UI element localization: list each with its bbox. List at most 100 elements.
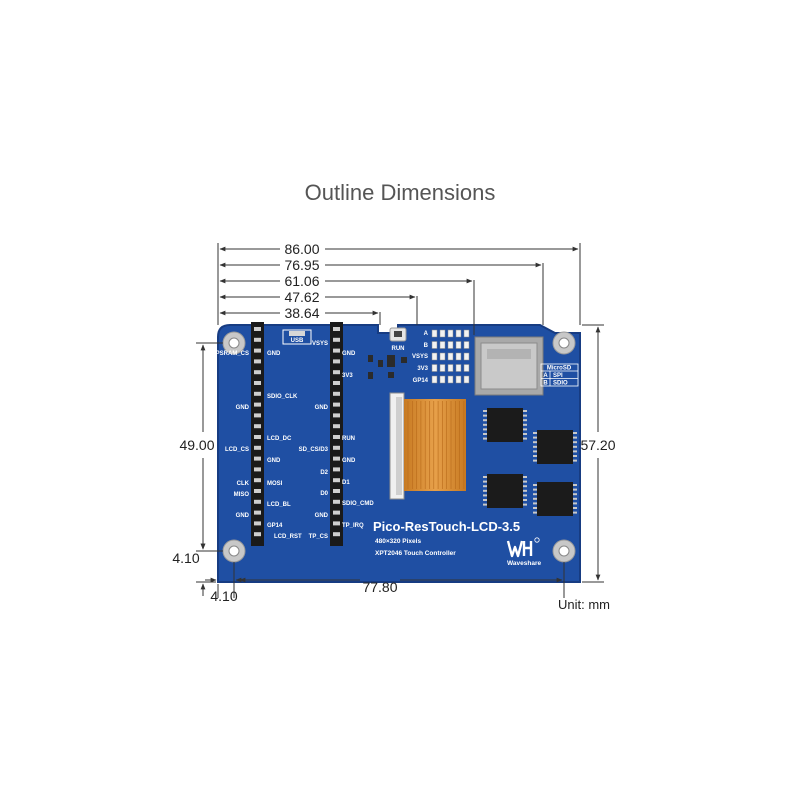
header-pin (254, 402, 261, 407)
unit-label: Unit: mm (558, 597, 610, 612)
microsd-mode-table: MicroSD A SPI B SDIO (540, 363, 579, 387)
ic-lead (483, 410, 487, 412)
page-title: Outline Dimensions (304, 180, 496, 205)
header-pin (333, 499, 340, 504)
jumper-pad (463, 352, 470, 361)
ic-chip (537, 430, 573, 464)
jumper-pad (447, 375, 454, 384)
right-header-labels: VSYS GND SD_CS/D3 D2 D0 GND TP_CS GND 3V… (299, 341, 375, 540)
jumper-pad (463, 364, 470, 372)
ic-lead (573, 432, 577, 434)
run-label: RUN (392, 346, 405, 352)
left-pin-header (251, 322, 264, 546)
jumper-pad (463, 329, 470, 338)
ic-lead (483, 419, 487, 422)
ic-lead (523, 423, 527, 426)
jumper-pad (439, 341, 446, 349)
usb-label: USB (291, 338, 304, 344)
ic-lead (483, 503, 487, 506)
header-pin (333, 456, 340, 461)
header-pin (333, 348, 340, 353)
ic-lead (573, 497, 577, 500)
header-pin (254, 359, 261, 364)
flex-cable (404, 399, 466, 491)
pin-label: SDIO_CMD (342, 501, 374, 507)
ic-lead (533, 445, 537, 448)
pin-label: LCD_BL (267, 502, 291, 508)
header-pin (254, 413, 261, 418)
pin-label: MOSI (267, 481, 283, 487)
jumper-pad (447, 329, 454, 338)
pin-label: TP_IRQ (342, 523, 364, 529)
pin-label: GND (315, 513, 329, 519)
header-pin (333, 337, 340, 342)
pin-label: GND (342, 351, 356, 357)
pin-label: SDIO_CLK (267, 394, 298, 400)
ic-lead (573, 459, 577, 462)
ic-lead (483, 414, 487, 417)
header-pin (333, 413, 340, 418)
jumper-pad (463, 375, 470, 384)
ic-lead (483, 428, 487, 431)
mounting-hole-top-right (552, 331, 576, 355)
header-pin (254, 327, 261, 331)
header-pin (254, 381, 261, 385)
ic-lead (523, 419, 527, 422)
ic-lead (573, 488, 577, 491)
pin-label: D2 (320, 470, 328, 476)
ic-lead (573, 507, 577, 509)
jumper-pad (455, 329, 462, 338)
jumper-pad (439, 352, 446, 361)
ic-lead (533, 497, 537, 500)
ic-lead (483, 423, 487, 426)
header-pin (333, 532, 340, 537)
jumper-pad (455, 341, 462, 349)
ic-lead (533, 436, 537, 439)
jumper-pad (447, 341, 454, 349)
ic-lead (573, 436, 577, 439)
header-pin (254, 391, 261, 396)
ic-lead (523, 489, 527, 492)
header-pin (254, 370, 261, 375)
dim-width-total: 86.00 (284, 241, 319, 257)
ic-lead (573, 502, 577, 505)
ic-lead (483, 437, 487, 440)
ic-lead (523, 499, 527, 501)
header-pin (254, 337, 261, 342)
pin-label: SD_CS/D3 (299, 447, 329, 453)
usb-outline: USB (282, 329, 312, 345)
dim-hole-vertical: 49.00 (179, 437, 214, 453)
pin-label: GND (315, 405, 329, 411)
header-pin (333, 521, 340, 526)
header-pin (333, 435, 340, 439)
ic-lead (523, 494, 527, 497)
ic-lead (483, 494, 487, 497)
ic-lead (483, 485, 487, 488)
header-pin (254, 478, 261, 483)
dim-height-total: 57.20 (580, 437, 615, 453)
waveshare-logo: Waveshare (506, 537, 541, 567)
header-pin (333, 359, 340, 364)
jumper-pad (431, 329, 438, 338)
pin-label: GND (267, 351, 281, 357)
pin-label: VSYS (312, 341, 328, 347)
header-pin (333, 467, 340, 472)
left-header-labels: PSRAM_CS GND LCD_CS CLK MISO GND GND SDI… (216, 351, 302, 540)
ic-chip (487, 408, 523, 442)
header-pin (333, 478, 340, 483)
dim-width-2: 76.95 (284, 257, 319, 273)
right-pin-header (330, 322, 343, 546)
ic-lead (573, 455, 577, 457)
ic-lead (483, 433, 487, 435)
ic-lead (523, 414, 527, 417)
pin-label: GP14 (267, 523, 283, 529)
header-pin (254, 456, 261, 461)
jumper-pad (439, 375, 446, 384)
run-button: RUN (389, 327, 407, 352)
mounting-hole-top-left (222, 331, 246, 355)
pin-label: MISO (234, 492, 250, 498)
header-pin (333, 445, 340, 450)
ic-lead (573, 445, 577, 448)
jumper-pads: A B VSYS 3V3 GP14 (412, 329, 470, 384)
